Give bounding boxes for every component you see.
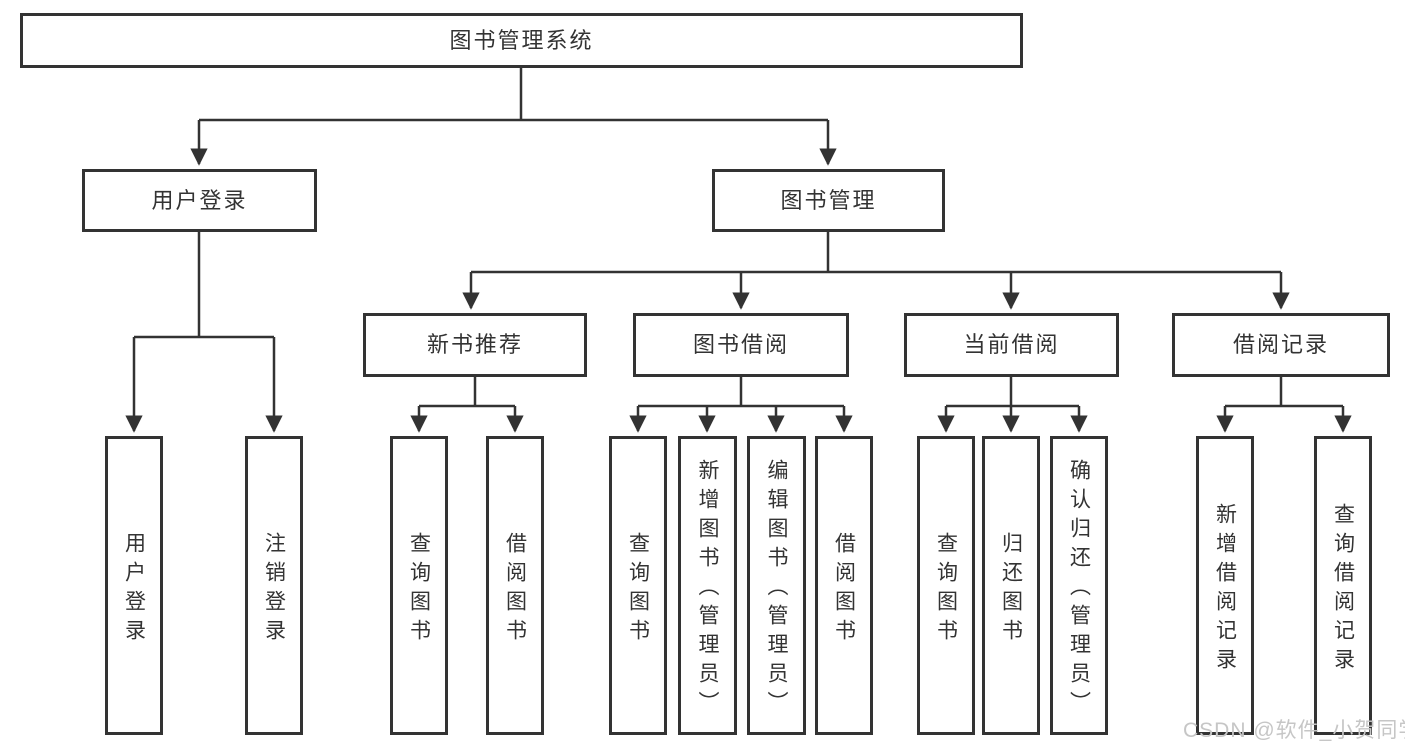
leaf-query-books-borrow: 查询图书 — [609, 436, 667, 735]
leaf-return-books: 归还图书 — [982, 436, 1040, 735]
node-new-book-recommend: 新书推荐 — [363, 313, 587, 377]
leaf-confirm-return-admin: 确认归还（管理员） — [1050, 436, 1108, 735]
node-current-borrow: 当前借阅 — [904, 313, 1119, 377]
node-book-management: 图书管理 — [712, 169, 945, 232]
node-borrow-records: 借阅记录 — [1172, 313, 1390, 377]
node-root: 图书管理系统 — [20, 13, 1023, 68]
leaf-add-books-admin: 新增图书（管理员） — [678, 436, 737, 735]
leaf-borrow-books: 借阅图书 — [815, 436, 873, 735]
leaf-query-books-current: 查询图书 — [917, 436, 975, 735]
leaf-add-borrow-record: 新增借阅记录 — [1196, 436, 1254, 735]
node-book-borrow: 图书借阅 — [633, 313, 849, 377]
csdn-watermark: CSDN @软件_小贺同学 — [1183, 719, 1405, 742]
leaf-borrow-books-recommend: 借阅图书 — [486, 436, 544, 735]
leaf-query-books-recommend: 查询图书 — [390, 436, 448, 735]
leaf-logout: 注销登录 — [245, 436, 303, 735]
leaf-query-borrow-record: 查询借阅记录 — [1314, 436, 1372, 735]
node-user-login: 用户登录 — [82, 169, 317, 232]
leaf-user-login: 用户登录 — [105, 436, 163, 735]
leaf-edit-books-admin: 编辑图书（管理员） — [747, 436, 806, 735]
